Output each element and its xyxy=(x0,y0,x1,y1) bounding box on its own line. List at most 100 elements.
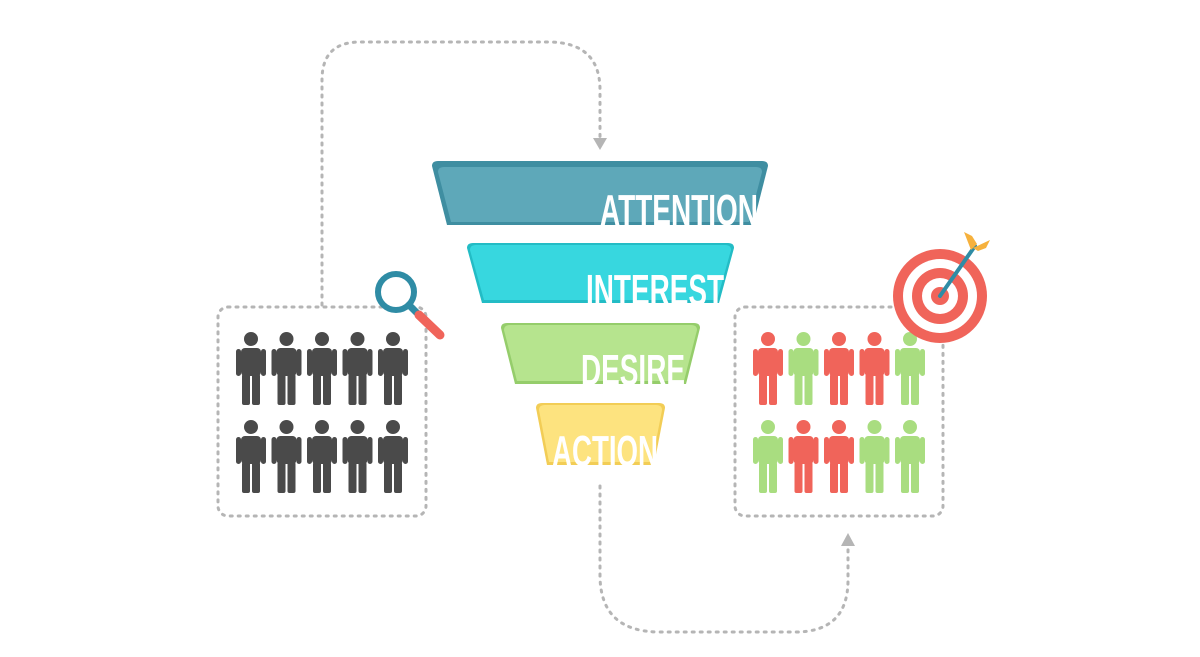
person-arm-left xyxy=(859,349,865,376)
person-torso xyxy=(241,436,261,464)
person-leg-left xyxy=(242,462,250,493)
person-leg-left xyxy=(242,374,250,405)
person-leg-right xyxy=(804,374,813,405)
person-arm-left xyxy=(271,437,277,464)
person-head xyxy=(867,332,882,346)
person-leg-right xyxy=(323,462,331,493)
person-head xyxy=(832,420,846,434)
person-leg-left xyxy=(384,462,392,493)
person-leg-left xyxy=(348,462,357,493)
person-head xyxy=(796,420,811,434)
arrow-feather-left xyxy=(964,232,977,250)
arrow-shaft xyxy=(938,244,977,298)
person-leg-left xyxy=(277,374,286,405)
person-leg-left xyxy=(277,462,286,493)
person-head xyxy=(832,332,846,346)
pending-person xyxy=(895,420,925,493)
person-arm-left xyxy=(824,437,829,464)
person-arm-right xyxy=(813,437,819,464)
person-head xyxy=(761,420,775,434)
funnel-stage-attention-band xyxy=(438,167,762,222)
person-leg-right xyxy=(394,374,402,405)
person-torso xyxy=(347,436,368,464)
person-arm-left xyxy=(824,349,829,376)
pending-person xyxy=(753,420,783,493)
funnel-stage-desire-band xyxy=(504,325,697,381)
person-arm-right xyxy=(261,349,266,376)
pending-person xyxy=(895,332,925,405)
person-arm-left xyxy=(753,437,758,464)
person-arm-right xyxy=(920,437,925,464)
person-arm-left xyxy=(236,437,241,464)
person-head xyxy=(315,420,329,434)
person-torso xyxy=(276,436,297,464)
person-head xyxy=(867,420,882,434)
person-arm-left xyxy=(788,349,794,376)
person-torso xyxy=(758,348,778,376)
audience-box xyxy=(216,305,428,518)
person-torso xyxy=(383,436,403,464)
person-arm-right xyxy=(261,437,266,464)
person-leg-left xyxy=(759,374,767,405)
person-arm-left xyxy=(307,349,312,376)
person-arm-right xyxy=(778,437,783,464)
person-arm-left xyxy=(342,349,348,376)
converted-box xyxy=(733,305,945,518)
person-leg-right xyxy=(840,374,848,405)
person-leg-right xyxy=(769,374,777,405)
person-leg-left xyxy=(830,462,838,493)
person-leg-left xyxy=(865,374,874,405)
person-torso xyxy=(829,436,849,464)
converted-people-grid xyxy=(753,332,925,493)
person-torso xyxy=(276,348,297,376)
person-torso xyxy=(312,348,332,376)
person-leg-right xyxy=(875,462,884,493)
person-leg-right xyxy=(911,462,919,493)
converted-person xyxy=(788,420,819,493)
funnel-stage-interest: INTEREST xyxy=(467,243,734,315)
funnel-stage-action-band xyxy=(539,405,662,462)
person-arm-right xyxy=(296,437,302,464)
audience-people-grid xyxy=(236,332,408,493)
person-head xyxy=(796,332,811,346)
person-torso xyxy=(900,436,920,464)
person-arm-right xyxy=(884,349,890,376)
person-leg-left xyxy=(348,374,357,405)
person-leg-right xyxy=(840,462,848,493)
person-arm-left xyxy=(271,349,277,376)
audience-person xyxy=(271,420,302,493)
person-torso xyxy=(383,348,403,376)
person-arm-right xyxy=(332,437,337,464)
person-leg-right xyxy=(358,374,367,405)
connector-bottom-arrowhead xyxy=(841,533,855,546)
person-arm-left xyxy=(236,349,241,376)
person-torso xyxy=(241,348,261,376)
person-head xyxy=(761,332,775,346)
person-torso xyxy=(900,348,920,376)
person-leg-right xyxy=(394,462,402,493)
audience-person xyxy=(342,420,373,493)
person-torso xyxy=(793,348,814,376)
person-arm-right xyxy=(920,349,925,376)
magnifier-handle xyxy=(414,310,445,340)
person-torso xyxy=(312,436,332,464)
funnel-stage-attention: ATTENTION xyxy=(432,161,768,235)
person-leg-left xyxy=(794,462,803,493)
person-torso xyxy=(864,348,885,376)
connector-bottom-path xyxy=(598,484,850,634)
person-arm-right xyxy=(778,349,783,376)
funnel: ATTENTION INTEREST DESIRE ACTION xyxy=(432,161,768,476)
person-leg-right xyxy=(358,462,367,493)
target-arrow-icon xyxy=(893,232,990,343)
connector-top-path xyxy=(320,40,602,307)
person-leg-right xyxy=(252,462,260,493)
connector-top xyxy=(320,40,607,307)
audience-person xyxy=(236,420,266,493)
person-leg-left xyxy=(794,374,803,405)
person-arm-left xyxy=(378,437,383,464)
person-torso xyxy=(829,348,849,376)
person-leg-left xyxy=(901,462,909,493)
person-arm-right xyxy=(813,349,819,376)
connector-top-arrowhead xyxy=(593,138,607,150)
pending-person xyxy=(859,420,890,493)
